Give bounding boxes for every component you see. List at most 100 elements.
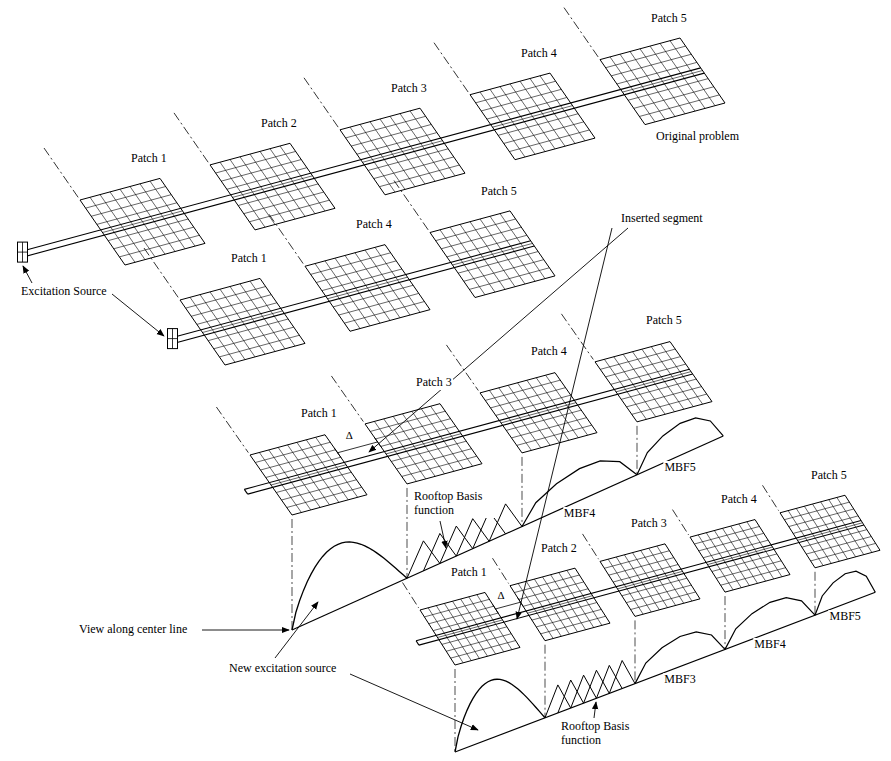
grid-line	[446, 634, 511, 652]
grid-line	[501, 403, 576, 423]
patch-label: Patch 5	[650, 12, 688, 26]
grid-line	[344, 302, 424, 324]
grid-line	[480, 219, 525, 284]
grid-line	[339, 293, 419, 315]
baseline	[292, 436, 723, 630]
grid-line	[119, 235, 199, 257]
dash-dot-line	[144, 248, 178, 297]
grid-line	[469, 268, 549, 290]
grid-line	[500, 214, 545, 279]
grid-line	[627, 387, 702, 407]
dash-dot-line	[673, 510, 689, 535]
patch-outline	[470, 73, 595, 160]
patch-label: Patch 3	[630, 517, 668, 531]
grid-line	[260, 151, 305, 216]
feed-line	[24, 73, 704, 257]
grid-line	[490, 216, 535, 281]
patch-label: Patch 5	[810, 469, 848, 483]
grid-line	[837, 497, 872, 552]
excitation-source-symbol	[172, 329, 173, 349]
dash-dot-line	[403, 583, 419, 608]
projection-line	[455, 669, 456, 752]
excitation-source-symbol	[18, 242, 28, 262]
patch-label: Patch 3	[415, 376, 453, 390]
grid-line	[412, 411, 454, 471]
projection-line	[545, 645, 546, 718]
excitation-source-symbol	[22, 242, 23, 262]
patch-outline	[510, 568, 610, 641]
patch-label: Patch 4	[355, 218, 393, 232]
grid-line	[639, 95, 719, 117]
patch-outline	[420, 592, 520, 665]
rooftop-basis	[456, 519, 489, 556]
grid-line	[114, 227, 194, 249]
feed-line	[21, 68, 701, 252]
grid-line	[567, 570, 602, 625]
dash-dot-line	[564, 8, 598, 57]
grid-line	[333, 285, 413, 307]
grid-line	[453, 243, 533, 265]
annotation: Rooftop Basis function	[560, 720, 646, 748]
mbf-curve	[815, 571, 875, 615]
grid-line	[368, 149, 448, 171]
grid-line	[390, 116, 435, 181]
annotation: Inserted segment	[620, 212, 704, 226]
patch-label: Patch 2	[260, 117, 298, 131]
projection-line	[292, 519, 293, 630]
grid-line	[297, 442, 339, 502]
rooftop-basis	[440, 526, 473, 563]
mbf-label: MBF3	[663, 673, 696, 687]
grid-line	[240, 284, 285, 349]
leader-arrow	[440, 521, 446, 548]
patch-outline	[80, 178, 205, 265]
leader-arrow	[594, 702, 596, 718]
grid-line	[431, 406, 473, 466]
dash-dot-line	[269, 214, 303, 263]
grid-line	[506, 410, 581, 430]
grid-line	[493, 106, 573, 128]
projection-line	[407, 488, 408, 578]
grid-line	[400, 114, 445, 179]
patch-outline	[690, 520, 790, 593]
grid-line	[464, 260, 544, 282]
patch-outline	[180, 278, 305, 365]
projection-line	[725, 596, 726, 649]
patch-label: Patch 4	[520, 47, 558, 61]
grid-line	[214, 327, 294, 349]
grid-line	[250, 281, 295, 346]
grid-line	[233, 176, 313, 198]
dash-dot-line	[434, 43, 468, 92]
feed-line	[244, 489, 247, 494]
grid-line	[130, 187, 175, 252]
annotation: New excitation source	[228, 662, 337, 676]
grid-line	[287, 487, 362, 507]
grid-line	[721, 568, 786, 586]
leader-arrow	[369, 228, 628, 452]
grid-line	[623, 71, 703, 93]
grid-line	[282, 480, 357, 500]
patch-outline	[480, 373, 597, 453]
grid-line	[512, 418, 587, 438]
annotation: Original problem	[655, 130, 740, 144]
grid-line	[650, 46, 695, 111]
grid-line	[628, 79, 708, 101]
grid-line	[316, 437, 358, 497]
grid-line	[621, 379, 696, 399]
grid-line	[477, 595, 512, 650]
mbf-curve	[522, 461, 637, 527]
grid-line	[276, 472, 351, 492]
grid-line	[458, 252, 538, 274]
patch-outline	[305, 245, 430, 332]
grid-line	[421, 409, 463, 469]
grid-line	[391, 441, 466, 461]
mbf-label: MBF4	[563, 507, 596, 521]
grid-line	[530, 79, 575, 144]
grid-line	[651, 347, 693, 407]
annotation: Excitation Source	[20, 285, 108, 299]
dash-dot-line	[583, 534, 599, 559]
grid-line	[203, 311, 283, 333]
rooftop-basis	[609, 660, 635, 693]
leader-arrow	[350, 674, 478, 730]
leader-arrow	[517, 228, 612, 619]
